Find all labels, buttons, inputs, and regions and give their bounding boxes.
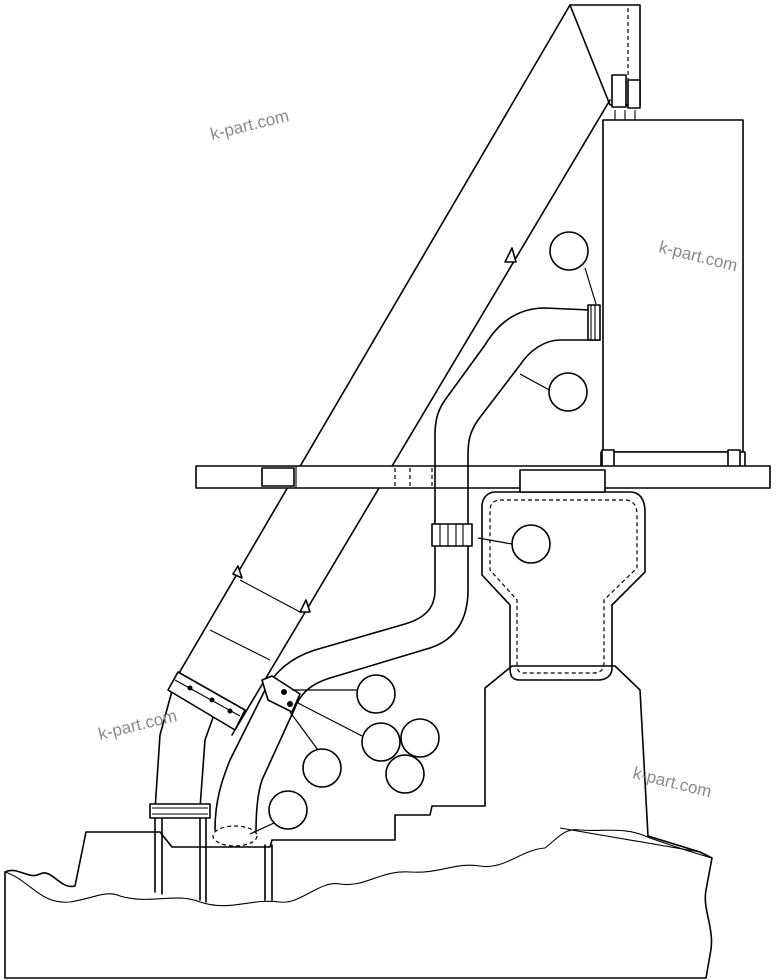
pipe-joint-mid xyxy=(431,523,473,547)
engine-block-outline xyxy=(4,665,713,979)
pipe-clamp-upper xyxy=(261,675,301,713)
pipe-flange-top xyxy=(587,304,601,341)
casting-flange xyxy=(559,827,701,853)
watermark: k-part.com xyxy=(96,706,179,744)
callout-5 xyxy=(400,718,440,758)
watermark: k-part.com xyxy=(208,106,291,144)
callout-9 xyxy=(268,790,308,830)
callout-3 xyxy=(511,524,551,564)
support-beam xyxy=(195,465,771,489)
exhaust-stack-tube xyxy=(154,679,216,811)
muffler-box xyxy=(602,119,744,453)
callout-8 xyxy=(302,748,342,788)
stack-collar xyxy=(167,671,246,731)
exhaust-pipe-s-bend xyxy=(214,307,601,833)
watermark: k-part.com xyxy=(657,237,740,275)
lower-mid-pipe xyxy=(264,844,273,901)
diagonal-stack-outer xyxy=(174,4,611,736)
callout-6 xyxy=(361,722,401,762)
callout-7 xyxy=(385,754,425,794)
callout-2 xyxy=(548,372,588,412)
rough-casting-edge xyxy=(4,829,713,907)
lower-left-pipe xyxy=(154,815,207,903)
callout-1 xyxy=(549,231,589,271)
pipe-clamp-lower xyxy=(149,803,211,819)
tank-inner xyxy=(489,499,638,674)
diagonal-stack-inner xyxy=(209,579,301,661)
tank-body xyxy=(481,491,646,681)
pipe-outlet xyxy=(212,825,258,847)
watermark: k-part.com xyxy=(631,763,714,801)
callout-4 xyxy=(356,674,396,714)
